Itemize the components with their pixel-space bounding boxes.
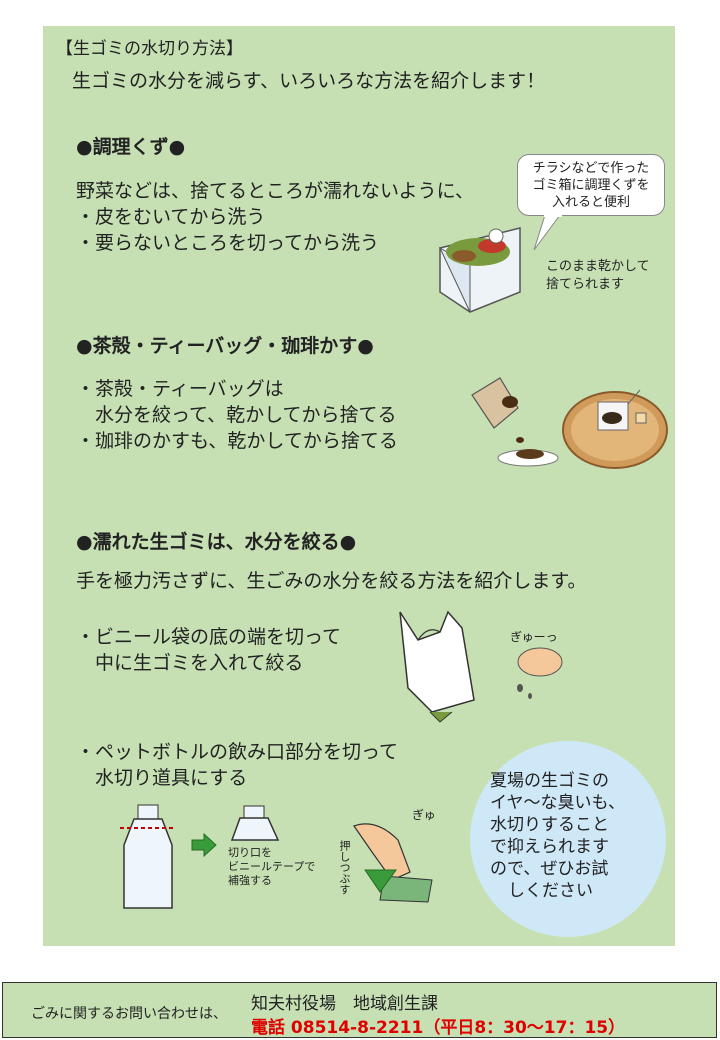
squeezing-hand-icon [517, 647, 563, 699]
pressing-hand-icon [353, 823, 433, 903]
bubble-line: 入れると便利 [551, 195, 630, 210]
section1-bullet: ・要らないところを切ってから洗う [76, 232, 380, 254]
section2-bullet: ・珈琲のかすも、乾かしてから捨てる [76, 430, 398, 452]
note-line: 捨てられます [546, 277, 625, 292]
bubble-line: チラシなどで作った [532, 161, 650, 176]
tip-circle [470, 741, 666, 937]
bubble-tail [533, 214, 561, 251]
note-line: このまま乾かして [546, 259, 650, 274]
bubble-line: ゴミ箱に調理くずを [532, 178, 650, 193]
contact-footer: ごみに関するお問い合わせは、 知夫村役場 地域創生課 電話 08514-8-22… [2, 982, 717, 1038]
pet-bottle-icon [120, 804, 176, 909]
section-heading-scraps: ●調理くず● [76, 136, 186, 158]
coffee-filter-icon [471, 377, 559, 467]
green-arrow-icon [191, 832, 217, 858]
section2-bullet: ・茶殻・ティーバッグは [76, 378, 284, 400]
speech-bubble: チラシなどで作った ゴミ箱に調理くずを 入れると便利 [517, 154, 665, 216]
section1-text: 野菜などは、捨てるところが濡れないように、 [76, 180, 475, 202]
section3-intro: 手を極力汚さずに、生ごみの水分を絞る方法を紹介します。 [76, 570, 587, 592]
section-heading-squeeze: ●濡れた生ゴミは、水分を絞る● [76, 531, 357, 553]
section3-bullet: ・ペットボトルの飲み口部分を切って [76, 741, 399, 763]
section-heading-tea: ●茶殻・ティーバッグ・珈琲かす● [76, 335, 374, 357]
section2-bullet: 水分を絞って、乾かしてから捨てる [76, 404, 397, 426]
bottle-note: 切り口を ビニールテープで 補強する [228, 846, 316, 887]
section1-bullet: ・皮をむいてから洗う [76, 206, 266, 228]
section3-bullet: 中に生ゴミを入れて絞る [76, 652, 304, 674]
plastic-bag-icon [399, 610, 475, 723]
sfx-text: ぎゅ [412, 808, 436, 822]
office-name: 知夫村役場 地域創生課 [251, 994, 438, 1014]
section3-bullet: 水切り道具にする [76, 767, 248, 789]
inquiry-label: ごみに関するお問い合わせは、 [31, 1006, 227, 1022]
tea-bag-sieve-icon [562, 389, 668, 469]
phone-number[interactable]: 電話 08514-8-2211（平日8：30〜17：15） [251, 1018, 626, 1038]
paper-box-icon [438, 227, 521, 313]
tip-text: 夏場の生ゴミの イヤ〜な臭いも、 水切りすること で抑えられます ので、ぜひお試… [490, 771, 625, 901]
sfx-text: ぎゅーっ [510, 630, 558, 644]
bottle-top-icon [230, 805, 280, 841]
intro-text: 生ゴミの水分を減らす、いろいろな方法を紹介します！ [72, 70, 546, 92]
push-note: 押しつぶす [338, 840, 351, 895]
page-title: 【生ゴミの水切り方法】 [56, 39, 243, 59]
section3-bullet: ・ビニール袋の底の端を切って [76, 626, 342, 648]
